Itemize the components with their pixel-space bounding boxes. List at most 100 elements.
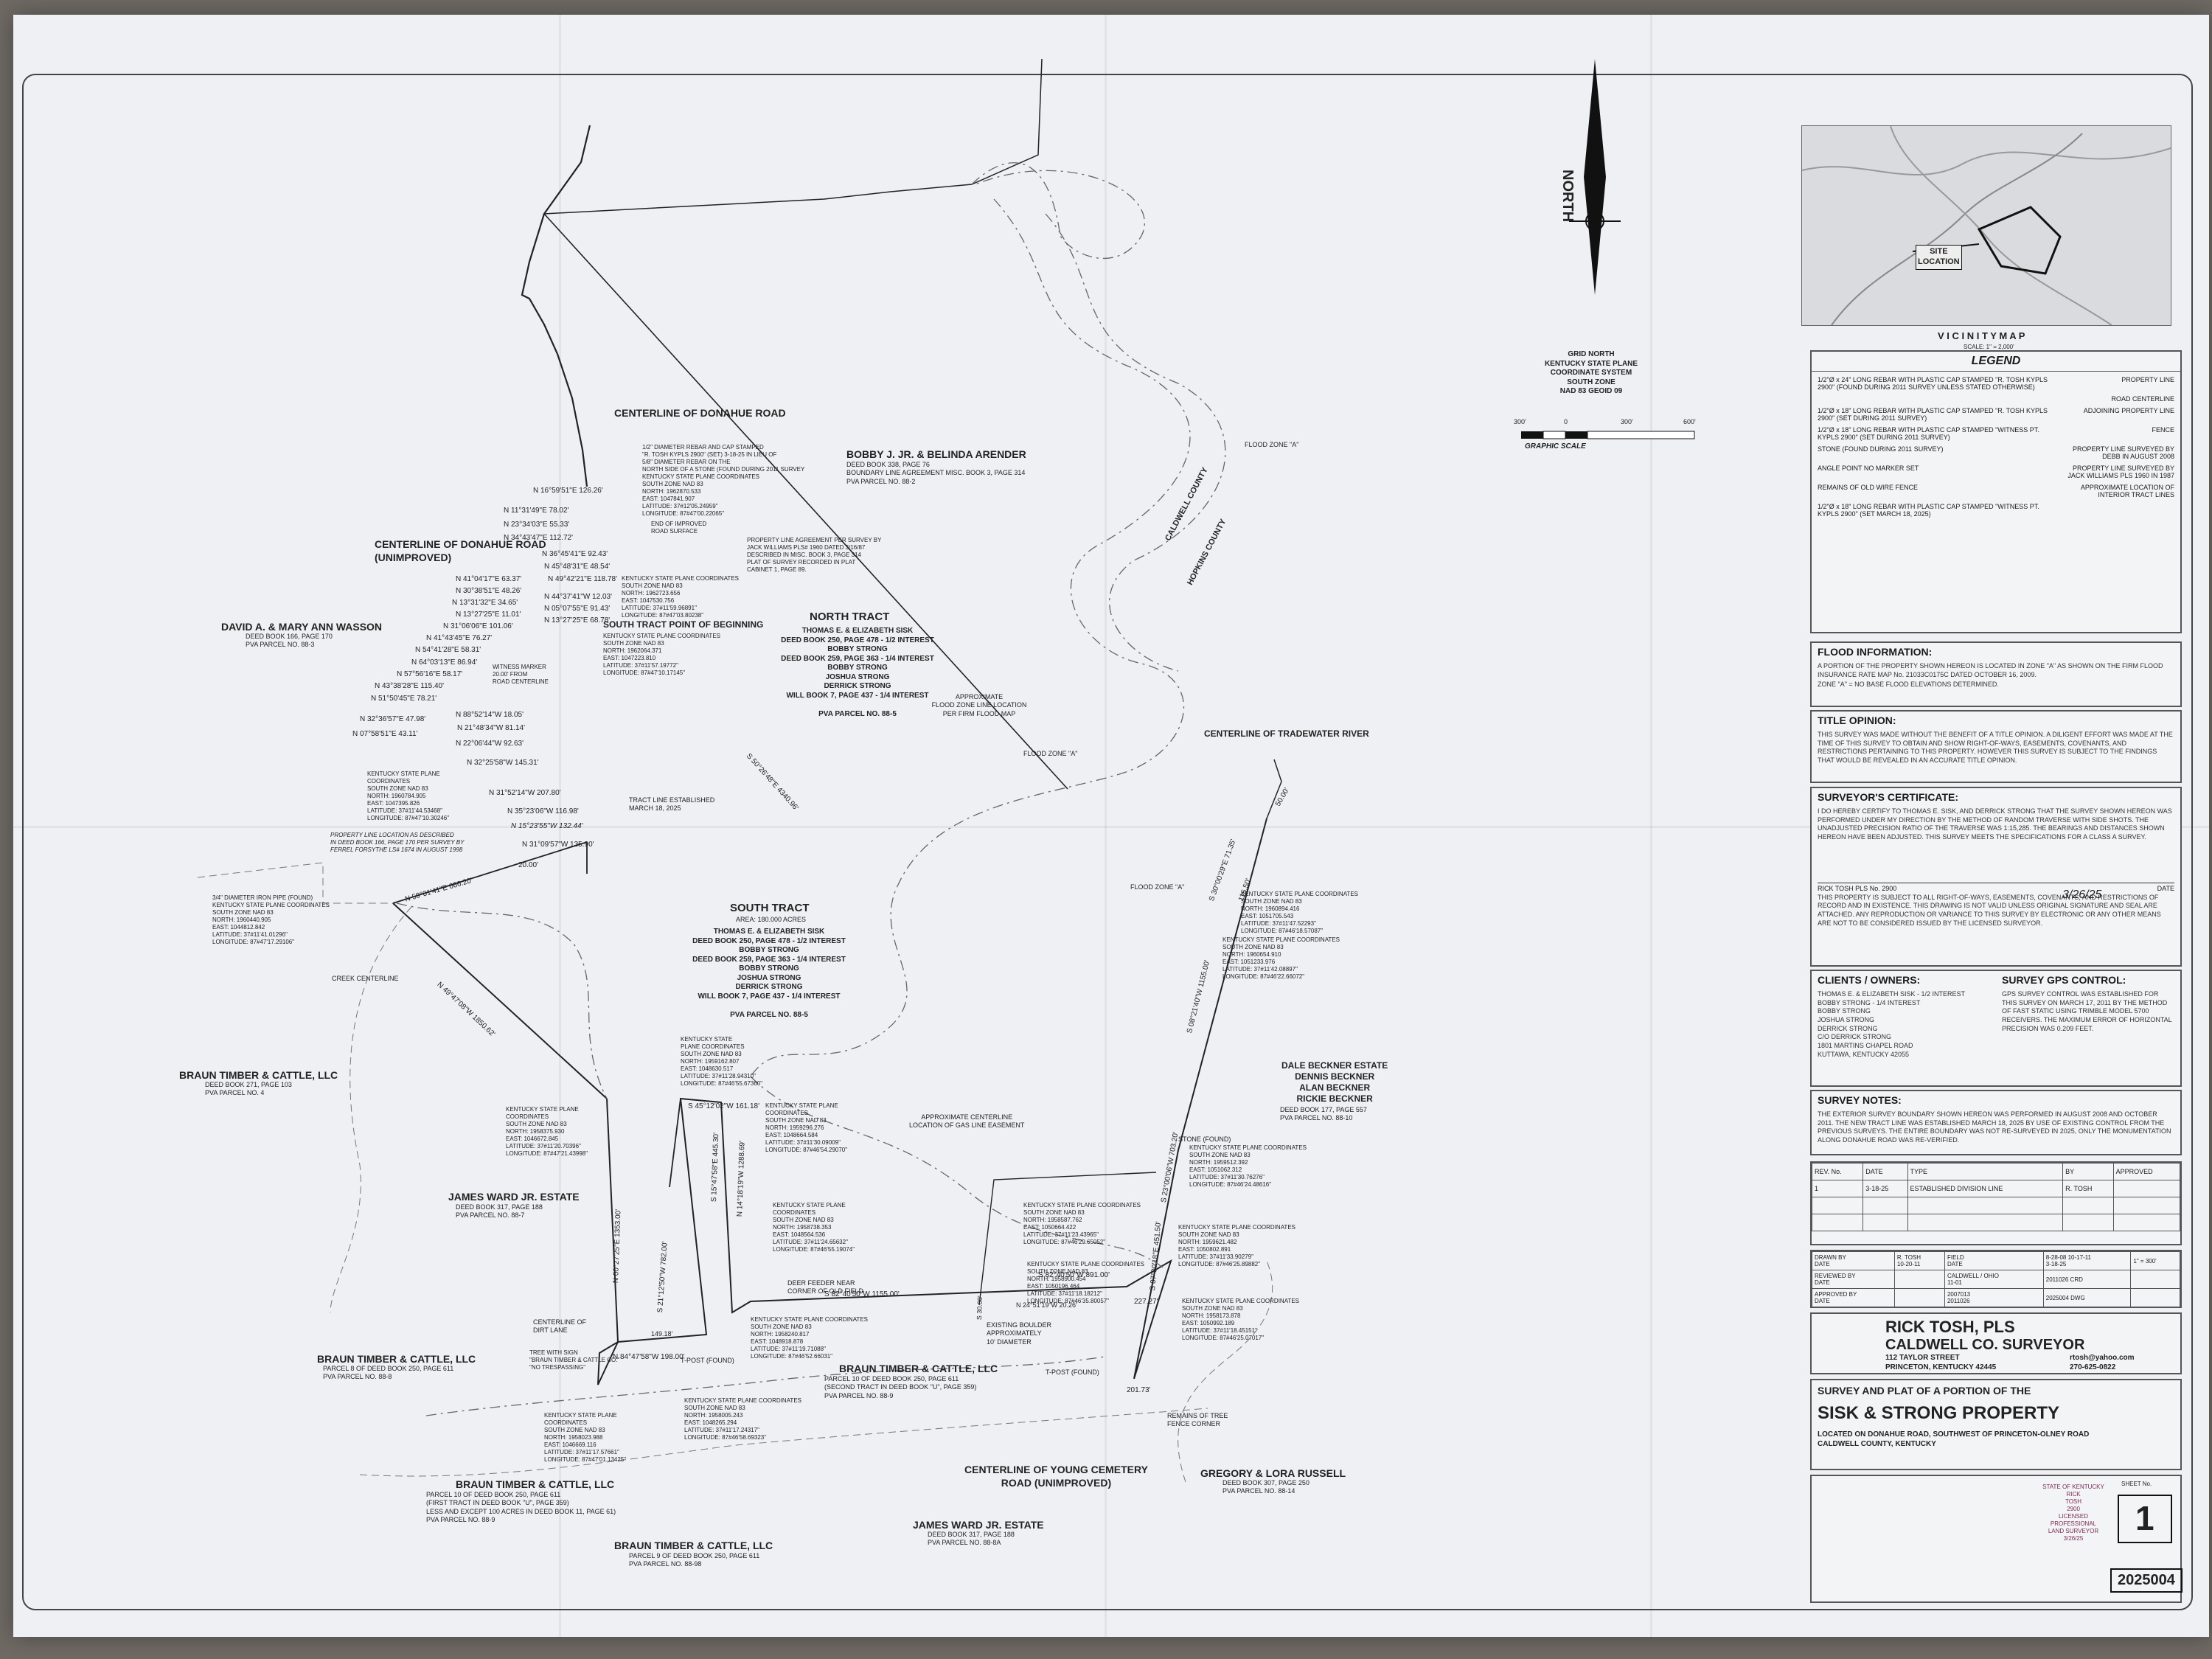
call-14: N 13°27'25"E 68.78' bbox=[544, 616, 611, 625]
arender-label: BOBBY J. JR. & BELINDA ARENDER bbox=[846, 448, 1026, 460]
northwest-boundary bbox=[521, 125, 591, 487]
call-29: N 35°23'06"W 116.98' bbox=[507, 807, 579, 815]
creek-label: CREEK CENTERLINE bbox=[332, 975, 399, 982]
south-boundary bbox=[597, 818, 1267, 1385]
call-11: N 05°07'55"E 91.43' bbox=[544, 605, 611, 613]
flood-text-2: ZONE "A" = NO BASE FLOOD ELEVATIONS DETE… bbox=[1818, 681, 1999, 689]
flood-text: A PORTION OF THE PROPERTY SHOWN HEREON I… bbox=[1818, 662, 2163, 678]
gas-line-label: APPROXIMATE CENTERLINE LOCATION OF GAS L… bbox=[909, 1113, 1025, 1130]
sheet-number: 1 bbox=[2118, 1495, 2172, 1543]
tract-line bbox=[543, 213, 1068, 790]
grid-north-note: GRID NORTH KENTUCKY STATE PLANE COORDINA… bbox=[1544, 350, 1638, 395]
call-20: N 43°38'28"E 115.40' bbox=[375, 682, 445, 690]
west-boundary bbox=[392, 841, 588, 904]
call-13: N 13°27'25"E 11.01' bbox=[456, 611, 521, 619]
coord-block-1: KENTUCKY STATE PLANE COORDINATES SOUTH Z… bbox=[622, 575, 739, 619]
ward-1-deed: DEED BOOK 317, PAGE 188 PVA PARCEL NO. 8… bbox=[456, 1203, 543, 1220]
southwest-boundary bbox=[392, 902, 608, 1099]
ward-2-label: JAMES WARD JR. ESTATE bbox=[913, 1519, 1044, 1531]
call-28: N 31°52'14"W 207.80' bbox=[489, 789, 561, 797]
coord-block-2: KENTUCKY STATE PLANE COORDINATES SOUTH Z… bbox=[603, 633, 720, 676]
certificate-text: I DO HEREBY CERTIFY TO THOMAS E. SISK, A… bbox=[1818, 807, 2172, 841]
braun-3-label: BRAUN TIMBER & CATTLE, LLC bbox=[839, 1363, 998, 1374]
north-boundary bbox=[543, 58, 1043, 215]
flood-zone-a-1: FLOOD ZONE "A" bbox=[1245, 441, 1299, 448]
coord-block-4: KENTUCKY STATE PLANE COORDINATES SOUTH Z… bbox=[1241, 891, 1358, 934]
north-tract-label: NORTH TRACT bbox=[810, 611, 890, 623]
coord-block-7: KENTUCKY STATE PLANE COORDINATES SOUTH Z… bbox=[765, 1102, 848, 1153]
call-4: N 34°43'47"E 112.72' bbox=[504, 534, 574, 542]
beckner-label: DALE BECKNER ESTATE DENNIS BECKNER ALAN … bbox=[1281, 1060, 1388, 1104]
flood-title: FLOOD INFORMATION: bbox=[1818, 646, 1933, 658]
legend-row: 1/2"Ø x 24" LONG REBAR WITH PLASTIC CAP … bbox=[1818, 376, 2174, 391]
job-number: 2025004 bbox=[2110, 1568, 2183, 1593]
project-line-2: SISK & STRONG PROPERTY bbox=[1818, 1403, 2060, 1423]
russell-deed: DEED BOOK 307, PAGE 250 PVA PARCEL NO. 8… bbox=[1222, 1479, 1310, 1495]
firm-subtitle: CALDWELL CO. SURVEYOR bbox=[1885, 1337, 2085, 1353]
call-6: N 45°48'31"E 48.54' bbox=[544, 563, 611, 571]
call-16: N 41°43'45"E 76.27' bbox=[426, 634, 493, 642]
call-15: N 31°06'06"E 101.06' bbox=[443, 622, 513, 630]
ward-2-deed: DEED BOOK 317, PAGE 188 PVA PARCEL NO. 8… bbox=[928, 1531, 1015, 1547]
tract-line-note: TRACT LINE ESTABLISHED MARCH 18, 2025 bbox=[629, 796, 715, 813]
drawing-info-block: DRAWN BY DATE R. TOSH 10-20-11 FIELD DAT… bbox=[1810, 1250, 2182, 1308]
dirt-lane-label: CENTERLINE OF DIRT LANE bbox=[533, 1318, 587, 1335]
coord-block-17: KENTUCKY STATE PLANE COORDINATES SOUTH Z… bbox=[1189, 1144, 1307, 1188]
certificate-title: SURVEYOR'S CERTIFICATE: bbox=[1818, 791, 1959, 803]
signature-line-name: RICK TOSH PLS No. 2900 bbox=[1818, 884, 1897, 892]
coord-block-9: KENTUCKY STATE PLANE COORDINATES SOUTH Z… bbox=[773, 1202, 855, 1253]
certificate-text-2: THIS PROPERTY IS SUBJECT TO ALL RIGHT-OF… bbox=[1818, 893, 2161, 927]
notes-text: THE EXTERIOR SURVEY BOUNDARY SHOWN HEREO… bbox=[1818, 1110, 2171, 1144]
property-line-note: PROPERTY LINE LOCATION AS DESCRIBED IN D… bbox=[330, 832, 465, 853]
coord-block-15: KENTUCKY STATE PLANE COORDINATES SOUTH Z… bbox=[1178, 1224, 1295, 1267]
north-label: NORTH bbox=[1559, 170, 1576, 223]
rev-head-type: TYPE bbox=[1907, 1163, 2064, 1180]
arender-deed: DEED BOOK 338, PAGE 76 BOUNDARY LINE AGR… bbox=[846, 461, 1026, 485]
call-12: N 13°31'32"E 34.65' bbox=[452, 599, 518, 607]
donahue-unimproved-label: CENTERLINE OF DONAHUE ROAD (UNIMPROVED) bbox=[375, 538, 546, 563]
call-8: N 41°04'17"E 63.37' bbox=[456, 575, 522, 583]
project-line-1: SURVEY AND PLAT OF A PORTION OF THE bbox=[1818, 1385, 2031, 1397]
line-call-s7: S 82°40'50"W 1155.00' bbox=[824, 1290, 900, 1298]
firm-email: rtosh@yahoo.com bbox=[2070, 1354, 2135, 1362]
call-1: N 16°59'51"E 126.26' bbox=[533, 487, 603, 495]
survey-notes-box: SURVEY NOTES: THE EXTERIOR SURVEY BOUNDA… bbox=[1810, 1090, 2182, 1155]
south-pob-label: SOUTH TRACT POINT OF BEGINNING bbox=[603, 619, 764, 630]
call-23: N 88°52'14"W 18.05' bbox=[456, 711, 524, 719]
coord-block-6: KENTUCKY STATE PLANE COORDINATES SOUTH Z… bbox=[681, 1036, 763, 1087]
witness-marker-label: WITNESS MARKER 20.00' FROM ROAD CENTERLI… bbox=[493, 664, 549, 685]
call-2: N 11°31'49"E 78.02' bbox=[504, 507, 569, 515]
t-post-label-1: T-POST (FOUND) bbox=[681, 1357, 734, 1364]
call-7: N 49°42'21"E 118.78' bbox=[548, 575, 618, 583]
signature-date: 3/26/25 bbox=[2062, 888, 2102, 901]
sheet-label: SHEET No. bbox=[2121, 1481, 2152, 1487]
braun-4-label: BRAUN TIMBER & CATTLE, LLC bbox=[456, 1478, 615, 1490]
title-opinion-title: TITLE OPINION: bbox=[1818, 714, 1896, 726]
coord-block-8: KENTUCKY STATE PLANE COORDINATES SOUTH Z… bbox=[506, 1106, 588, 1157]
braun-3-deed: PARCEL 10 OF DEED BOOK 250, PAGE 611 (SE… bbox=[824, 1375, 977, 1399]
donahue-road-label: CENTERLINE OF DONAHUE ROAD bbox=[614, 407, 786, 419]
line-call-s15: 149.18' bbox=[651, 1330, 673, 1338]
vicinity-map bbox=[1801, 125, 2171, 326]
braun-5-label: BRAUN TIMBER & CATTLE, LLC bbox=[614, 1540, 773, 1551]
line-call-s8: S 82°40'50"W 891.00' bbox=[1038, 1271, 1110, 1279]
call-27: N 32°25'58"W 145.31' bbox=[467, 759, 539, 767]
seal-sheet-block: STATE OF KENTUCKY RICK TOSH 2900 LICENSE… bbox=[1810, 1475, 2183, 1603]
call-21: N 51°50'45"E 78.21' bbox=[371, 695, 437, 703]
stone-label: STONE (FOUND) bbox=[1178, 1135, 1231, 1143]
braun-2-deed: PARCEL 8 OF DEED BOOK 250, PAGE 611 PVA … bbox=[323, 1365, 454, 1381]
braun-5-deed: PARCEL 9 OF DEED BOOK 250, PAGE 611 PVA … bbox=[629, 1552, 760, 1568]
flood-zone-a-3: FLOOD ZONE "A" bbox=[1130, 883, 1185, 891]
rev-head-date: DATE bbox=[1863, 1163, 1908, 1180]
braun-2-label: BRAUN TIMBER & CATTLE, LLC bbox=[317, 1353, 476, 1365]
agreement-note: PROPERTY LINE AGREEMENT PER SURVEY BY JA… bbox=[747, 537, 882, 573]
braun-1-deed: DEED BOOK 271, PAGE 103 PVA PARCEL NO. 4 bbox=[205, 1081, 292, 1097]
legend-title: LEGEND bbox=[1812, 352, 2180, 372]
ward-1-label: JAMES WARD JR. ESTATE bbox=[448, 1191, 580, 1203]
firm-address: 112 TAYLOR STREET PRINCETON, KENTUCKY 42… bbox=[1885, 1354, 1997, 1371]
call-26: N 22°06'44"W 92.63' bbox=[456, 740, 524, 748]
scale-tick-300w: 300' bbox=[1514, 418, 1526, 425]
vicinity-title: V I C I N I T Y M A P bbox=[1938, 330, 2025, 341]
seal-stamp: STATE OF KENTUCKY RICK TOSH 2900 LICENSE… bbox=[2042, 1484, 2104, 1542]
